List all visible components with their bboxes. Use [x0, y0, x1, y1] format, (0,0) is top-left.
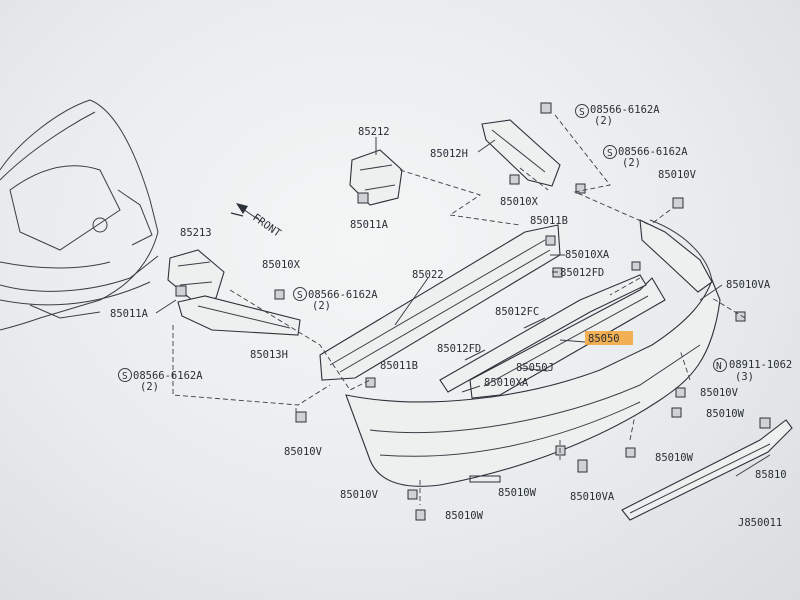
label-nut-right-qty: (3)	[735, 371, 754, 383]
label-85050j: 85050J	[516, 362, 554, 374]
symbol-n-right: N	[716, 361, 722, 372]
label-85022: 85022	[412, 269, 444, 281]
label-85212: 85212	[358, 126, 390, 138]
label-85010x-top: 85010X	[500, 196, 539, 208]
label-85010v-top: 85010V	[658, 169, 697, 181]
bracket-85212	[349, 149, 403, 206]
molding-85810	[621, 419, 793, 521]
label-85010v-left: 85010V	[284, 446, 323, 458]
label-85011a-left: 85011A	[110, 308, 149, 320]
bracket-85213	[167, 249, 225, 301]
label-bolt-mid-qty: (2)	[312, 300, 331, 312]
vehicle-outline	[0, 99, 159, 331]
label-bolt-right-qty: (2)	[622, 157, 641, 169]
fasteners	[274, 183, 771, 521]
label-85010w-bottom: 85010W	[445, 510, 484, 522]
label-bolt-left: 08566-6162A	[133, 370, 203, 382]
label-85011a-top: 85011A	[350, 219, 389, 231]
label-85010va-right: 85010VA	[726, 279, 771, 291]
label-85010x-left: 85010X	[262, 259, 301, 271]
label-bolt-mid: 08566-6162A	[308, 289, 378, 301]
label-85010v-right: 85010V	[700, 387, 739, 399]
label-85050: 85050	[588, 333, 620, 345]
label-85012h: 85012H	[430, 148, 468, 160]
label-85010w-right: 85010W	[706, 408, 745, 420]
label-85011b-mid: 85011B	[380, 360, 418, 372]
label-leaders	[155, 137, 771, 477]
bracket-85050j	[439, 274, 647, 393]
label-85010xa-top: 85010XA	[565, 249, 610, 261]
symbol-s-top: S	[579, 107, 585, 118]
label-85010w-center: 85010W	[498, 487, 537, 499]
bumper-85050	[345, 219, 721, 487]
bracket-85013h	[177, 295, 301, 336]
label-85010w-mid: 85010W	[655, 452, 694, 464]
label-85810: 85810	[755, 469, 787, 481]
label-85011b: 85011B	[530, 215, 568, 227]
label-85213: 85213	[180, 227, 212, 239]
label-85012fd-top: 85012FD	[560, 267, 604, 279]
label-85010xa-mid: 85010XA	[484, 377, 529, 389]
label-85010v-bottom: 85010V	[340, 489, 379, 501]
label-85012fd-mid: 85012FD	[437, 343, 481, 355]
label-bolt-top: 08566-6162A	[590, 104, 660, 116]
label-front: FRONT	[250, 212, 283, 240]
symbol-s-mid: S	[297, 290, 303, 301]
label-bolt-top-qty: (2)	[594, 115, 613, 127]
label-bolt-right: 08566-6162A	[618, 146, 688, 158]
symbol-s-left: S	[122, 371, 128, 382]
figure-code: J850011	[738, 517, 782, 529]
label-85013h: 85013H	[250, 349, 288, 361]
label-bolt-left-qty: (2)	[140, 381, 159, 393]
symbol-circles	[118, 104, 727, 382]
symbol-s-right: S	[607, 148, 613, 159]
leader-lines	[172, 114, 746, 505]
front-arrow	[230, 203, 263, 223]
highlight-85050	[585, 331, 633, 345]
bracket-85012h	[481, 102, 561, 187]
label-nut-right: 08911-1062	[729, 359, 792, 371]
label-85010va-bottom: 85010VA	[570, 491, 615, 503]
label-85012fc: 85012FC	[495, 306, 539, 318]
